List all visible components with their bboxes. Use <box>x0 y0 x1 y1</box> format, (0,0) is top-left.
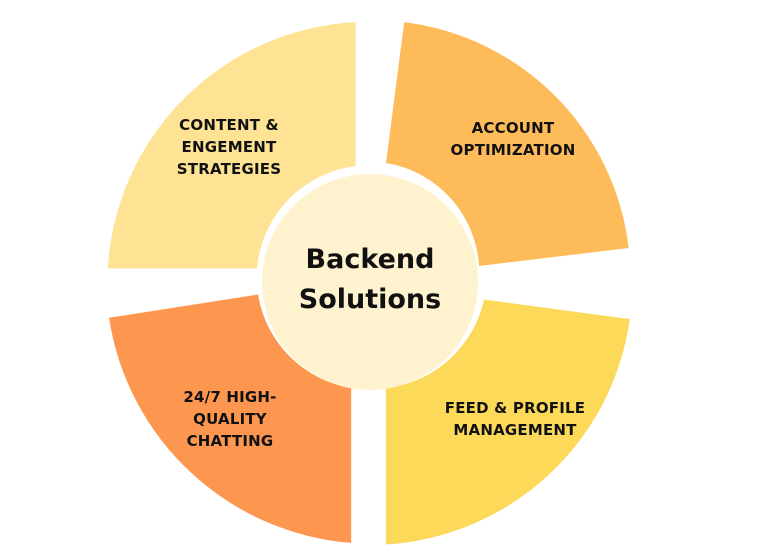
center-circle <box>262 174 478 390</box>
segment-chatting-label: 24/7 HIGH- QUALITY CHATTING <box>183 388 277 450</box>
segment-content-label: CONTENT & ENGEMENT STRATEGIES <box>176 116 282 178</box>
center-title: Backend Solutions <box>298 244 442 315</box>
segment-content-shape <box>107 22 356 269</box>
segment-feed-label: FEED & PROFILE MANAGEMENT <box>444 399 586 439</box>
segment-account-label: ACCOUNT OPTIMIZATION <box>450 119 576 159</box>
segment-account-shape <box>386 22 629 266</box>
segment-feed-shape <box>385 299 630 545</box>
segment-chatting-shape <box>109 294 352 543</box>
